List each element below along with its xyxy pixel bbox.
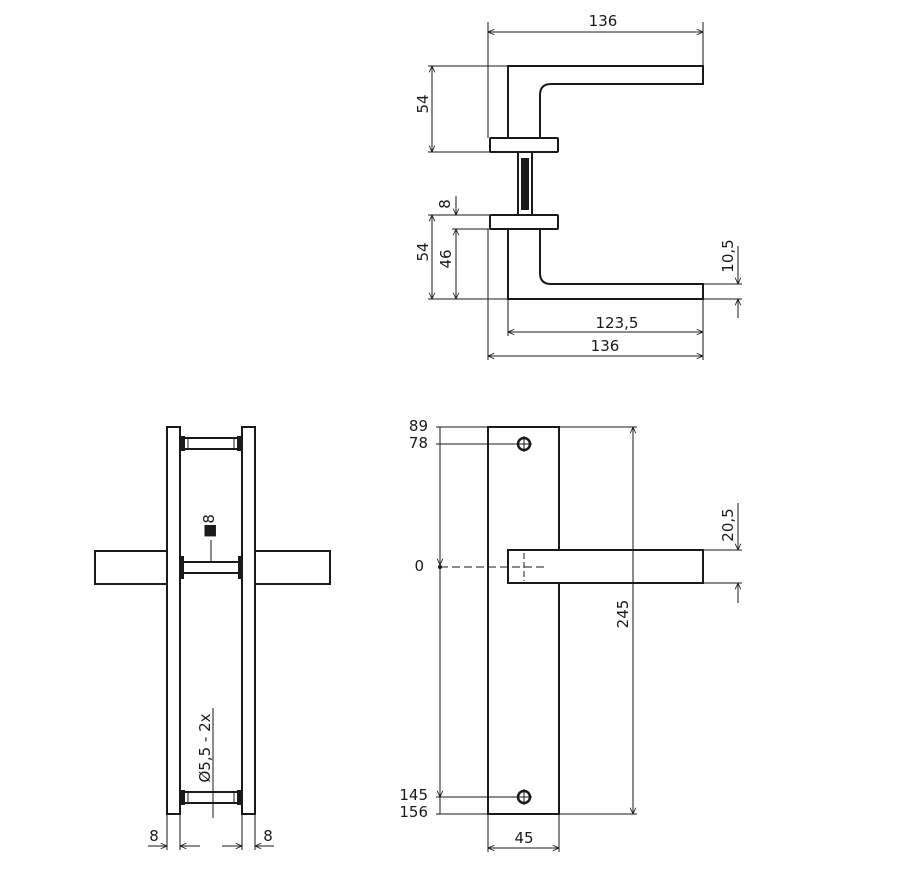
upper-lever-shape xyxy=(507,65,704,138)
dim-54-top: 54 xyxy=(414,94,432,113)
front-view: 89 78 0 145 156 245 20,5 45 xyxy=(399,417,742,852)
lower-rose xyxy=(489,214,559,230)
left-plate xyxy=(166,426,181,815)
dim-20-5: 20,5 xyxy=(719,508,737,541)
dim-145: 145 xyxy=(399,786,428,804)
dim-square-8: ■8 xyxy=(200,514,218,538)
dim-8-thickness: 8 xyxy=(436,199,454,209)
spindle-core xyxy=(521,158,529,210)
bottom-screw-hole xyxy=(516,789,532,805)
dim-89: 89 xyxy=(409,417,428,435)
dim-8-left: 8 xyxy=(149,827,159,845)
front-plate xyxy=(487,426,560,815)
dim-8-right: 8 xyxy=(263,827,273,845)
dim-45: 45 xyxy=(514,829,533,847)
dim-10-5: 10,5 xyxy=(719,239,737,272)
upper-rose xyxy=(489,137,559,153)
origin-dot xyxy=(438,565,442,569)
top-view: 136 54 8 54 46 10,5 123,5 136 xyxy=(414,12,742,360)
top-screw xyxy=(180,436,242,451)
dim-156: 156 xyxy=(399,803,428,821)
dim-54-bottom: 54 xyxy=(414,242,432,261)
dim-136-bottom: 136 xyxy=(591,337,620,355)
dim-0: 0 xyxy=(414,557,424,575)
dim-78: 78 xyxy=(409,434,428,452)
right-plate xyxy=(241,426,256,815)
right-lever-stub xyxy=(254,550,331,585)
dim-123-5: 123,5 xyxy=(596,314,639,332)
left-lever-stub xyxy=(94,550,169,585)
bottom-screw xyxy=(180,790,242,805)
dim-46: 46 xyxy=(437,249,455,268)
dim-245: 245 xyxy=(614,600,632,629)
side-view: ■8 Ø5,5 - 2x 8 8 xyxy=(94,426,331,850)
dim-136-top: 136 xyxy=(589,12,618,30)
dim-hole-diameter: Ø5,5 - 2x xyxy=(196,713,214,782)
lower-lever-shape xyxy=(507,229,704,300)
